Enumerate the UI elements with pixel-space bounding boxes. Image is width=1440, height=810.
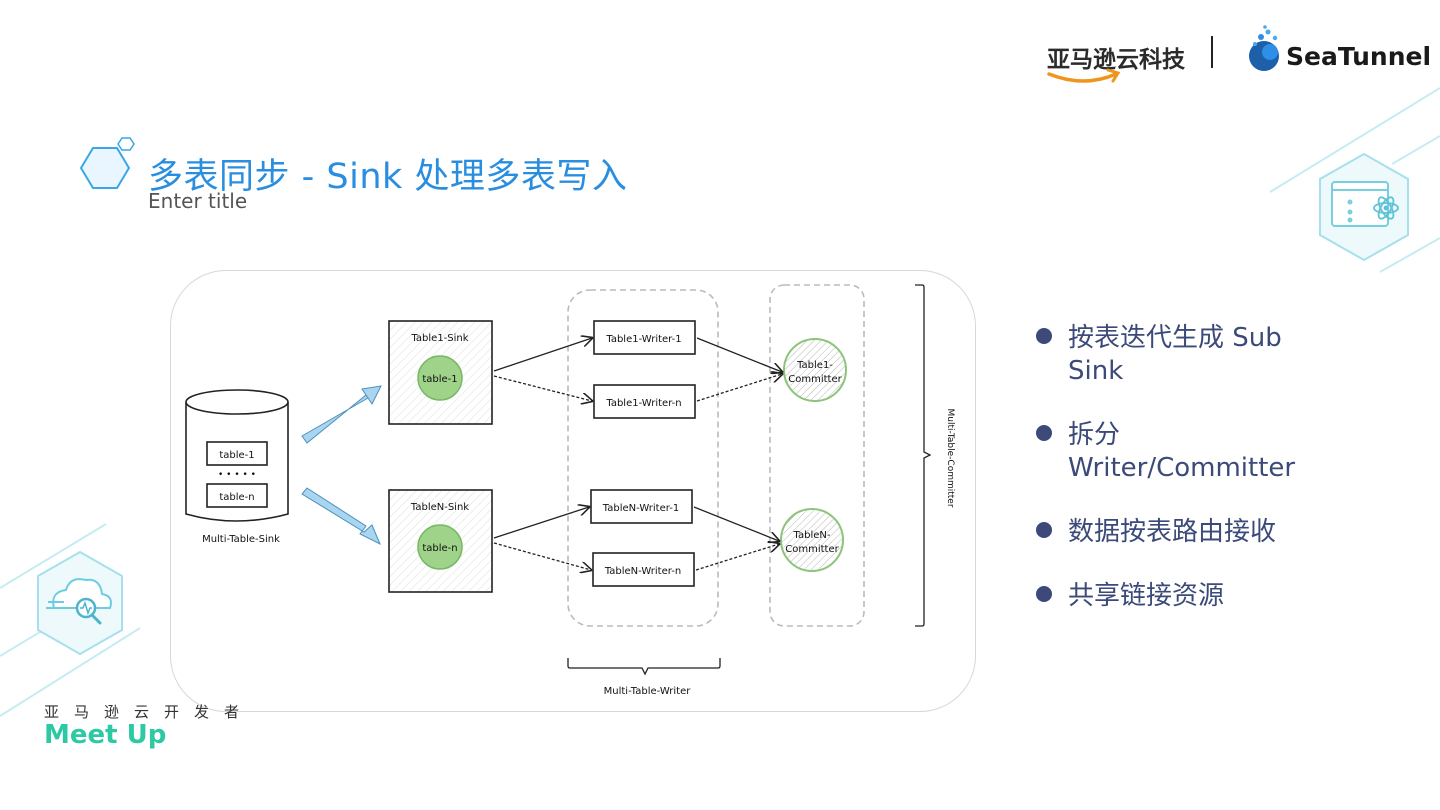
connector-arrows bbox=[493, 338, 782, 570]
bullet-item: 共享链接资源 bbox=[1036, 580, 1336, 613]
committer1-line2: Committer bbox=[788, 374, 842, 385]
committer2-line1: TableN- bbox=[793, 530, 831, 541]
seatunnel-logo-icon bbox=[1249, 25, 1279, 71]
hexagon-icon bbox=[79, 137, 135, 189]
db-row-ellipsis: • • • • • bbox=[218, 470, 256, 480]
footer-meetup-logo: Meet Up bbox=[44, 720, 167, 750]
footer-cn-label: 亚马逊云开发者 bbox=[44, 703, 255, 721]
tablen-committer: TableN- Committer bbox=[780, 508, 844, 572]
committer-group-box bbox=[769, 284, 865, 627]
writer-group-label: Multi-Table-Writer bbox=[604, 686, 692, 697]
bullet-dot-icon bbox=[1036, 425, 1052, 441]
table1-circle-label: table-1 bbox=[422, 374, 457, 385]
bullet-item: 数据按表路由接收 bbox=[1036, 516, 1336, 549]
writer-label-3: TableN-Writer-1 bbox=[602, 503, 679, 514]
seatunnel-logo-text: SeaTunnel bbox=[1286, 42, 1432, 71]
bullet-item: 按表迭代生成 Sub Sink bbox=[1036, 322, 1336, 388]
writer-group-box bbox=[567, 289, 719, 627]
db-row-1: table-1 bbox=[219, 450, 254, 461]
cloud-analytics-icon bbox=[37, 550, 123, 656]
committer1-line1: Table1- bbox=[796, 360, 833, 371]
tablen-sink-box: TableN-Sink table-n bbox=[388, 489, 493, 593]
writer-label-4: TableN-Writer-n bbox=[604, 566, 681, 577]
committer-brace bbox=[915, 284, 932, 627]
atom-dashboard-icon bbox=[1319, 152, 1409, 262]
arrow-to-tablen-sink bbox=[301, 487, 381, 546]
committer-group-label: Multi-Table-Committer bbox=[945, 408, 955, 507]
bullet-dot-icon bbox=[1036, 328, 1052, 344]
writer-label-1: Table1-Writer-1 bbox=[605, 334, 681, 345]
tablen-circle-label: table-n bbox=[422, 543, 457, 554]
bullet-text: 数据按表路由接收 bbox=[1068, 517, 1277, 547]
page-title: 多表同步 - Sink 处理多表写入 bbox=[148, 157, 628, 197]
logo-divider bbox=[1211, 36, 1213, 68]
writer-label-2: Table1-Writer-n bbox=[605, 398, 681, 409]
db-row-n: table-n bbox=[219, 492, 254, 503]
source-label: Multi-Table-Sink bbox=[202, 534, 280, 545]
bullet-text: 拆分 Writer/Committer bbox=[1068, 420, 1296, 483]
bullet-dot-icon bbox=[1036, 586, 1052, 602]
table1-sink-title: Table1-Sink bbox=[410, 333, 468, 344]
table1-sink-box: Table1-Sink table-1 bbox=[388, 320, 493, 425]
bullet-dot-icon bbox=[1036, 522, 1052, 538]
bullet-text: 按表迭代生成 Sub Sink bbox=[1068, 323, 1282, 386]
bullet-text: 共享链接资源 bbox=[1068, 581, 1225, 611]
amazon-smile-icon bbox=[1047, 68, 1121, 83]
multi-table-sink-db: table-1 • • • • • table-n bbox=[185, 389, 289, 522]
arrow-to-table1-sink bbox=[301, 385, 382, 444]
writer-boxes: Table1-Writer-1 Table1-Writer-n TableN-W… bbox=[590, 320, 696, 587]
amazon-logo: 亚马逊云科技 bbox=[1047, 47, 1185, 73]
bullet-item: 拆分 Writer/Committer bbox=[1036, 419, 1336, 485]
committer2-line2: Committer bbox=[785, 544, 839, 555]
bullet-list: 按表迭代生成 Sub Sink 拆分 Writer/Committer 数据按表… bbox=[1036, 322, 1336, 644]
writer-brace bbox=[567, 658, 721, 676]
table1-committer: Table1- Committer bbox=[783, 338, 847, 402]
tablen-sink-title: TableN-Sink bbox=[410, 502, 469, 513]
sink-architecture-diagram: table-1 • • • • • table-n Multi-Table-Si… bbox=[185, 284, 955, 697]
page-subtitle: Enter title bbox=[148, 189, 248, 213]
